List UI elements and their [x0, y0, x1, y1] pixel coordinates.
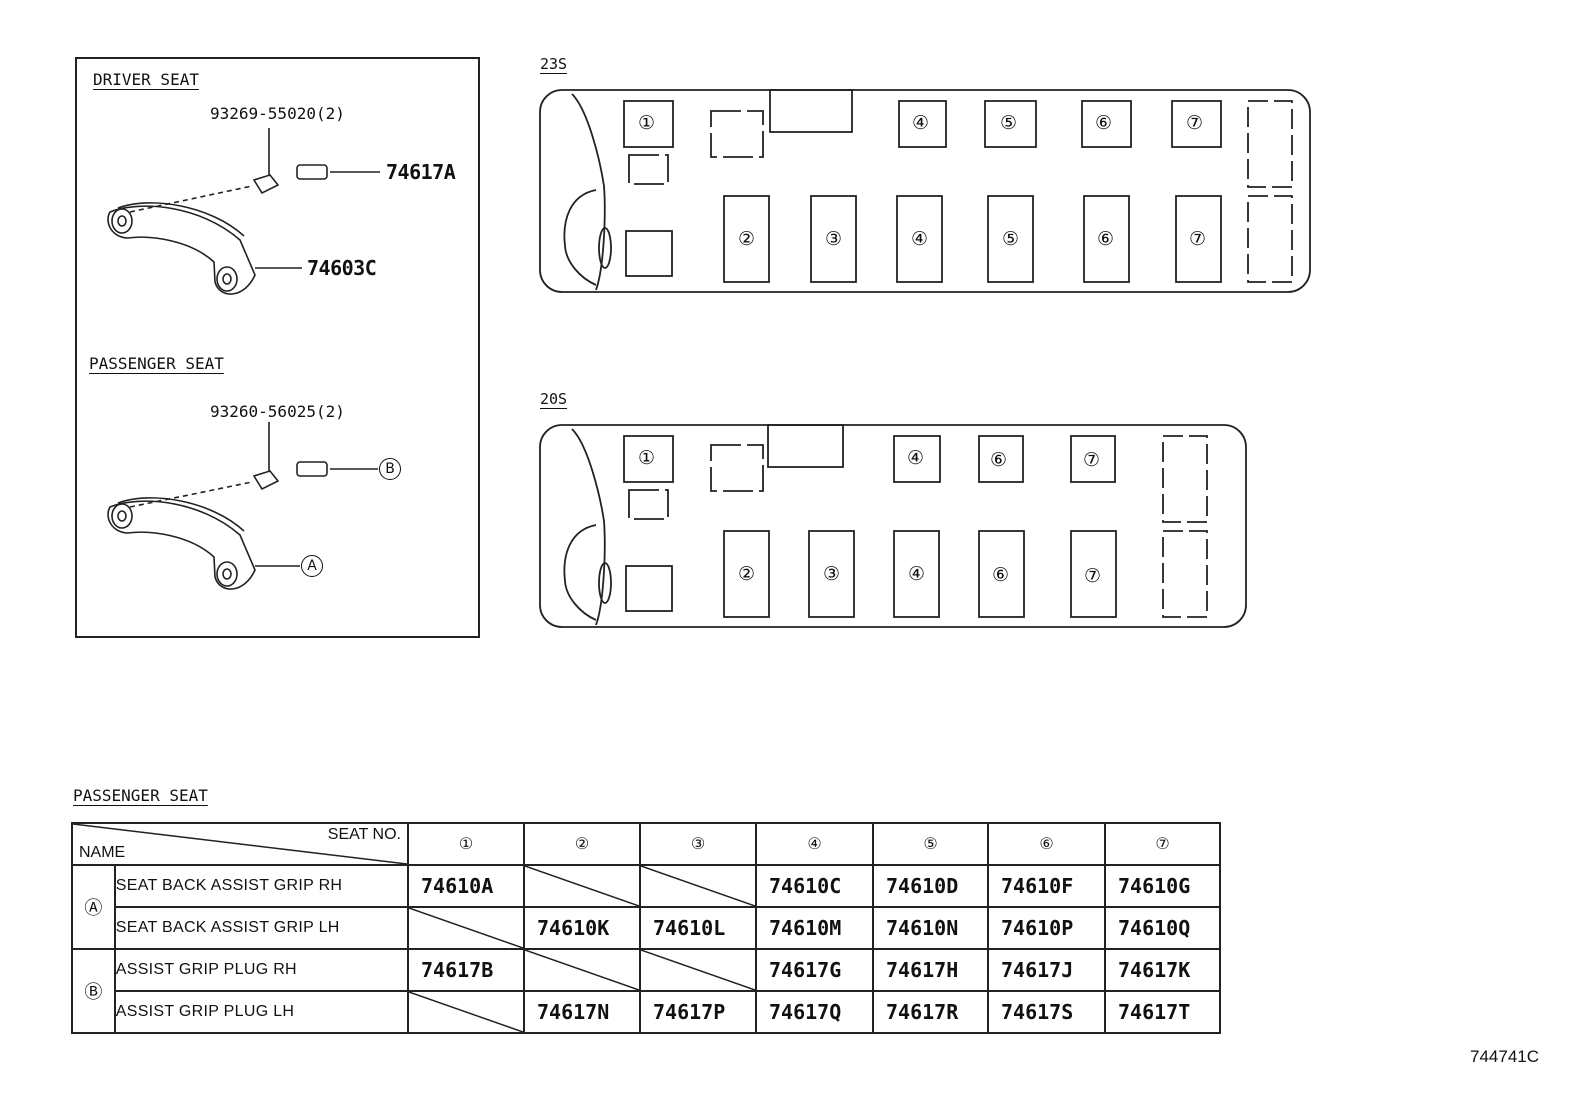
passenger-bolt-part-number: 93260-56025(2) [210, 402, 345, 421]
seat-20s-top-1: ① [638, 447, 656, 469]
na-cell [639, 948, 757, 992]
part-cell: 74617J [987, 948, 1106, 992]
part-cell: 74610K [523, 906, 641, 950]
header-seat-no: SEAT NO. [327, 826, 401, 843]
part-cell: 74610F [987, 864, 1106, 908]
seat-23s-top-2: ④ [912, 112, 930, 134]
part-cell: 74610G [1104, 864, 1221, 908]
driver-grip-part-number: 74603C [307, 256, 377, 280]
seat-20s-top-3: ⑥ [990, 449, 1008, 471]
header-seat-1: ① [407, 822, 525, 866]
row-name: SEAT BACK ASSIST GRIP LH [113, 906, 410, 950]
row-name: SEAT BACK ASSIST GRIP RH [113, 864, 410, 908]
driver-plug-part-number: 74617A [386, 160, 456, 184]
part-cell: 74617H [872, 948, 989, 992]
table-row: Ⓑ ASSIST GRIP PLUG RH 74617B 74617G 7461… [71, 948, 1221, 1034]
seat-20s-top-4: ⑦ [1083, 449, 1101, 471]
seat-20s-bottom-3: ④ [908, 563, 926, 585]
header-seat-2: ② [523, 822, 641, 866]
table-row: SEAT BACK ASSIST GRIP LH 74610K 74610L 7… [72, 906, 1221, 950]
part-cell: 74617N [523, 990, 641, 1034]
part-cell: 74610L [639, 906, 757, 950]
seat-23s-top-1: ① [638, 112, 656, 134]
passenger-plug-ref: B [379, 458, 401, 480]
part-cell: 74610D [872, 864, 989, 908]
seat-23s-bottom-6: ⑦ [1189, 228, 1207, 250]
seat-23s-bottom-3: ④ [911, 228, 929, 250]
part-cell: 74617R [872, 990, 989, 1034]
ref-b-marker: B [379, 458, 401, 480]
seat-20s-bottom-1: ② [738, 563, 756, 585]
table-row: ASSIST GRIP PLUG LH 74617N 74617P 74617Q… [72, 990, 1221, 1034]
inset-frame [75, 57, 480, 638]
row-name: ASSIST GRIP PLUG LH [113, 990, 410, 1034]
part-cell: 74617Q [755, 990, 874, 1034]
part-cell: 74610A [407, 864, 525, 908]
na-cell [407, 990, 525, 1034]
layout-23s-label: 23S [540, 55, 568, 73]
group-a-mark: Ⓐ [71, 864, 116, 950]
part-cell: 74610Q [1104, 906, 1221, 950]
driver-seat-label: DRIVER SEAT [93, 70, 199, 89]
part-cell: 74617P [639, 990, 757, 1034]
part-cell: 74617K [1104, 948, 1221, 992]
table-title: PASSENGER SEAT [73, 786, 208, 805]
seat-23s-bottom-5: ⑥ [1097, 228, 1115, 250]
seat-23s-bottom-4: ⑤ [1002, 228, 1020, 250]
part-cell: 74610C [755, 864, 874, 908]
part-cell: 74617S [987, 990, 1106, 1034]
passenger-assist-grip-drawing [107, 422, 378, 590]
seat-23s-top-5: ⑦ [1186, 112, 1204, 134]
na-cell [639, 864, 757, 908]
layout-23s-body [539, 89, 1311, 293]
header-seat-3: ③ [639, 822, 757, 866]
layout-20s-body [539, 424, 1247, 628]
group-b-mark: Ⓑ [71, 948, 116, 1034]
part-cell: 74610N [872, 906, 989, 950]
part-cell: 74617B [407, 948, 525, 992]
layout-20s-label: 20S [540, 390, 568, 408]
header-seat-5: ⑤ [872, 822, 989, 866]
seat-23s-top-3: ⑤ [1000, 112, 1018, 134]
table-header-row: SEAT NO. NAME ① ② ③ ④ ⑤ ⑥ ⑦ [71, 822, 1221, 866]
na-cell [407, 906, 525, 950]
part-cell: 74617T [1104, 990, 1221, 1034]
figure-code: 744741C [1470, 1047, 1540, 1066]
part-cell: 74617G [755, 948, 874, 992]
table-row: Ⓐ SEAT BACK ASSIST GRIP RH 74610A 74610C… [71, 864, 1221, 950]
part-cell: 74610P [987, 906, 1106, 950]
seat-20s-bottom-4: ⑥ [992, 564, 1010, 586]
seat-20s-bottom-5: ⑦ [1084, 565, 1102, 587]
row-name: ASSIST GRIP PLUG RH [113, 948, 410, 992]
header-name: NAME [79, 844, 126, 861]
seat-20s-top-2: ④ [907, 447, 925, 469]
na-cell [523, 864, 641, 908]
header-seat-4: ④ [755, 822, 874, 866]
driver-assist-grip-drawing [107, 128, 380, 295]
passenger-grip-ref: A [301, 555, 323, 577]
header-seat-6: ⑥ [987, 822, 1106, 866]
driver-bolt-part-number: 93269-55020(2) [210, 104, 345, 123]
table-corner-header: SEAT NO. NAME [71, 822, 409, 866]
seat-20s-bottom-2: ③ [823, 563, 841, 585]
seat-23s-bottom-1: ② [738, 228, 756, 250]
passenger-seat-label: PASSENGER SEAT [89, 354, 224, 373]
parts-table: SEAT NO. NAME ① ② ③ ④ ⑤ ⑥ ⑦ Ⓐ SEAT BACK … [71, 822, 1221, 1034]
part-cell: 74610M [755, 906, 874, 950]
header-seat-7: ⑦ [1104, 822, 1221, 866]
ref-a-marker: A [301, 555, 323, 577]
seat-23s-top-4: ⑥ [1095, 112, 1113, 134]
na-cell [523, 948, 641, 992]
seat-23s-bottom-2: ③ [825, 228, 843, 250]
